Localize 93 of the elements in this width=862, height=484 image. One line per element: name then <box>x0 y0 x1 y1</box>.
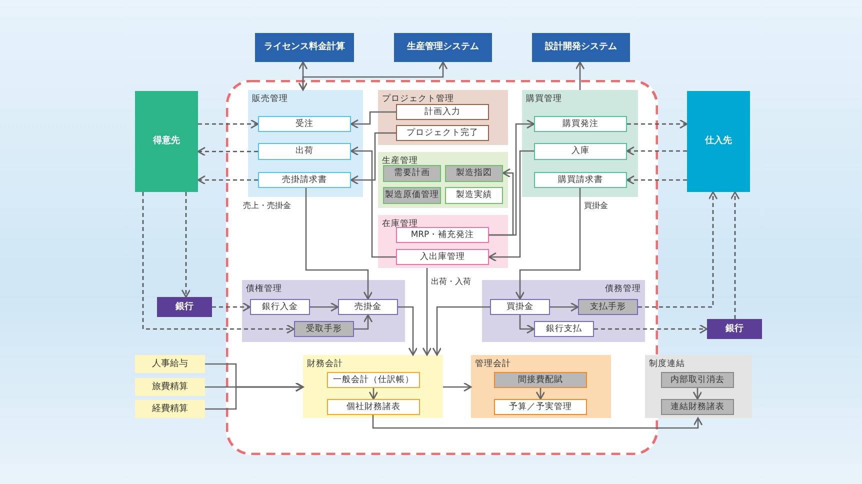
process-box: 出荷 <box>258 143 351 160</box>
arrow <box>443 382 472 392</box>
module-group <box>248 90 363 197</box>
process-box: 受取手形 <box>294 321 354 337</box>
process-box: 製造実績 <box>445 187 503 204</box>
dashed-arrow <box>730 191 740 319</box>
dashed-arrow <box>212 302 251 312</box>
arrow <box>368 388 378 400</box>
arrow <box>550 302 579 312</box>
arrow <box>354 314 373 330</box>
partner-box: 得意先 <box>135 91 198 192</box>
system-box: 生産管理システム <box>394 33 492 62</box>
arrow <box>310 302 339 312</box>
process-box: 個社財務諸表 <box>327 399 420 415</box>
process-box: 売掛請求書 <box>258 172 351 188</box>
system-box: ライセンス料金計算 <box>255 33 354 62</box>
process-box: 買掛金 <box>490 299 550 315</box>
process-box: 需要計画 <box>383 165 441 182</box>
dashed-arrow <box>638 191 718 308</box>
edge-label: 買掛金 <box>584 200 608 212</box>
arrow <box>350 132 396 185</box>
group-heading: 制度連結 <box>649 358 685 371</box>
process-box: 支払手形 <box>578 299 638 315</box>
arrow <box>298 61 308 91</box>
module-group <box>522 90 638 197</box>
dashed-arrow <box>142 192 295 334</box>
module-group <box>645 355 752 418</box>
arrow <box>519 315 535 334</box>
group-heading: 債務管理 <box>605 283 641 296</box>
arrow <box>302 61 448 90</box>
arrow <box>205 382 304 410</box>
process-box: MRP・補充発注 <box>396 227 489 243</box>
process-box: プロジェクト完了 <box>396 125 489 141</box>
edge-label: 売上・売掛金 <box>243 200 291 212</box>
process-box: 連結財務諸表 <box>661 399 734 415</box>
group-heading: 生産管理 <box>382 155 418 168</box>
process-box: 銀行支払 <box>534 321 594 337</box>
dashed-arrow <box>594 324 708 334</box>
process-box: 予算／予実管理 <box>494 399 587 415</box>
process-box: 間接費配賦 <box>494 372 587 388</box>
arrow <box>305 188 373 300</box>
input-box: 旅費精算 <box>135 378 205 396</box>
group-heading: 債権管理 <box>246 283 282 296</box>
partner-box: 仕入先 <box>687 91 750 192</box>
dashed-arrow <box>626 146 687 156</box>
arrow <box>536 388 546 400</box>
module-group <box>482 280 645 342</box>
process-box: 受注 <box>258 116 351 132</box>
system-box: 設計開発システム <box>532 33 630 62</box>
arrow <box>692 388 702 400</box>
process-box: 入出庫管理 <box>396 249 489 265</box>
arrow <box>575 61 585 90</box>
arrow <box>398 306 418 356</box>
arrow <box>422 268 432 356</box>
arrow <box>350 146 396 258</box>
arrow <box>488 150 534 262</box>
module-group <box>378 90 508 145</box>
input-box: 人事給与 <box>135 355 205 373</box>
arrow <box>372 415 703 429</box>
module-group <box>242 280 405 342</box>
group-heading: 財務会計 <box>307 358 343 371</box>
dashed-arrow <box>626 175 687 185</box>
bank-box: 銀行 <box>157 297 212 317</box>
process-box: 銀行入金 <box>250 299 310 315</box>
dashed-arrow <box>198 119 259 129</box>
dashed-arrow <box>197 175 258 185</box>
dashed-arrow <box>627 119 688 129</box>
arrow <box>515 188 581 300</box>
process-box: 製造原価管理 <box>383 187 441 204</box>
process-box: 内部取引消去 <box>661 372 734 388</box>
process-box: 計画入力 <box>396 104 489 120</box>
input-box: 経費精算 <box>135 400 205 418</box>
module-group <box>303 355 443 418</box>
module-group <box>378 152 508 208</box>
process-box: 売掛金 <box>338 299 398 315</box>
process-box: 入庫 <box>534 143 627 160</box>
group-heading: 管理会計 <box>475 358 511 371</box>
process-box: 一般会計（仕訳帳） <box>327 372 420 388</box>
group-heading: 販売管理 <box>252 93 288 106</box>
dashed-arrow <box>197 146 258 156</box>
module-group <box>471 355 611 418</box>
edge-label: 出荷・入荷 <box>431 276 471 288</box>
dashed-arrow <box>181 192 191 298</box>
process-box: 製造指図 <box>445 165 503 182</box>
process-box: 購買請求書 <box>534 172 627 188</box>
bank-box: 銀行 <box>707 319 762 339</box>
process-box: 購買発注 <box>534 116 627 132</box>
group-heading: プロジェクト管理 <box>382 93 454 106</box>
group-heading: 購買管理 <box>526 93 562 106</box>
arrow <box>350 111 396 129</box>
arrow <box>489 119 535 236</box>
module-group <box>378 215 508 268</box>
arrow <box>432 306 490 356</box>
